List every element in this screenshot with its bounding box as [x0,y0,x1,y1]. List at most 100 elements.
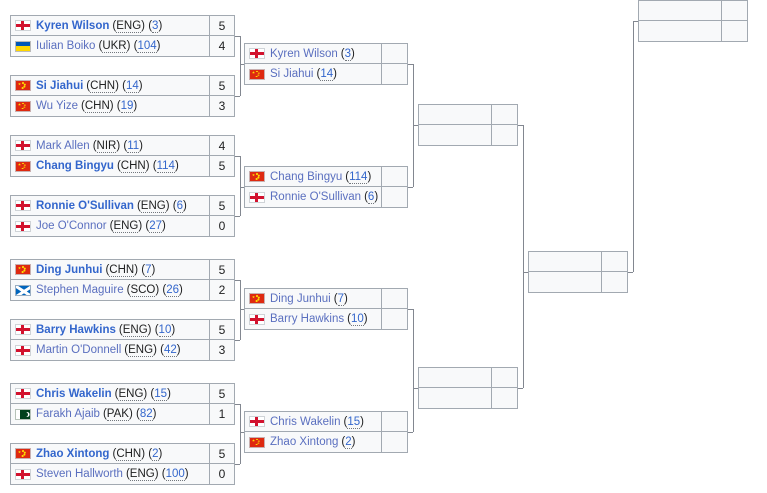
player-cell: Iulian Boiko(UKR) (104) [11,36,209,56]
player-meta: (UKR) (104) [98,40,161,53]
eng-flag-icon [249,48,265,59]
player-cell [529,272,601,292]
match-row [418,104,518,125]
player-meta: (3) [340,47,355,61]
player-cell: Chris Wakelin(15) [245,412,381,431]
player-name[interactable]: Ronnie O'Sullivan [36,199,134,212]
player-seed[interactable]: 3 [344,47,351,61]
player-name[interactable]: Zhao Xintong [36,447,110,460]
player-seed[interactable]: 42 [163,344,177,357]
player-cell: Barry Hawkins(ENG) (10) [11,320,209,339]
player-seed[interactable]: 104 [137,40,157,53]
player-seed[interactable]: 10 [350,313,364,326]
player-seed[interactable]: 10 [158,323,172,337]
player-seed[interactable]: 15 [154,387,168,401]
player-name[interactable]: Si Jiahui [270,68,314,80]
player-seed[interactable]: 2 [152,447,159,461]
player-seed[interactable]: 3 [152,19,159,33]
player-seed[interactable]: 15 [347,415,361,429]
player-cell: Ronnie O'Sullivan(6) [245,187,381,207]
match-r4m1 [528,251,628,293]
country-abbr: CHN [116,447,142,461]
player-seed[interactable]: 14 [125,79,139,93]
player-name[interactable]: Martin O'Donnell [36,344,122,356]
connector-h [235,96,240,97]
player-meta: (114) [345,170,372,184]
player-name[interactable]: Iulian Boiko [36,40,96,52]
country-abbr: ENG [113,220,139,233]
player-name[interactable]: Barry Hawkins [270,313,345,325]
connector-v [239,156,241,216]
player-cell: Chang Bingyu(CHN) (114) [11,156,209,176]
match-row: Stephen Maguire(SCO) (26)2 [10,280,235,301]
player-seed[interactable]: 14 [320,68,334,81]
player-cell: Ding Junhui(CHN) (7) [11,260,209,279]
match-row: Barry Hawkins(10) [244,309,408,330]
player-name[interactable]: Chang Bingyu [36,160,114,172]
player-seed[interactable]: 2 [345,436,352,449]
player-seed[interactable]: 6 [176,199,183,213]
player-seed[interactable]: 114 [156,160,175,173]
player-name[interactable]: Joe O'Connor [36,220,107,232]
player-name[interactable]: Farakh Ajaib [36,408,100,420]
player-name[interactable]: Chang Bingyu [270,170,343,183]
player-seed[interactable]: 26 [166,284,180,297]
player-name[interactable]: Ding Junhui [270,292,331,305]
player-name[interactable]: Chris Wakelin [36,387,112,400]
match-row: Ding Junhui(CHN) (7)5 [10,259,235,280]
player-seed[interactable]: 7 [145,263,152,277]
connector-h [413,388,418,389]
player-meta: (6) [364,191,379,204]
player-name[interactable]: Kyren Wilson [36,19,110,32]
match-row [418,125,518,146]
country-abbr: ENG [122,323,148,337]
connector-h [408,309,413,310]
match-row: Wu Yize(CHN) (19)3 [10,96,235,117]
player-meta: (NIR) (11) [92,139,144,153]
player-name[interactable]: Steven Hallworth [36,468,123,480]
player-seed[interactable]: 19 [120,100,134,113]
score-cell: 5 [209,384,234,403]
player-name[interactable]: Stephen Maguire [36,284,124,296]
chn-flag-icon [15,448,31,459]
player-name[interactable]: Ding Junhui [36,263,103,276]
player-cell [639,1,721,20]
player-name[interactable]: Mark Allen [36,139,90,152]
chn-flag-icon [15,100,31,112]
eng-flag-icon [15,468,31,480]
score-cell [491,368,517,387]
connector-h [235,464,240,465]
country-abbr: UKR [102,40,127,53]
player-name[interactable]: Wu Yize [36,100,78,112]
player-seed[interactable]: 100 [165,468,185,481]
player-seed[interactable]: 7 [337,292,344,306]
player-name[interactable]: Kyren Wilson [270,47,338,60]
player-seed[interactable]: 114 [349,170,368,184]
country-abbr: CHN [90,79,116,93]
country-abbr: ENG [128,344,154,357]
player-seed[interactable]: 27 [149,220,163,233]
score-cell: 5 [209,156,234,176]
country-abbr: ENG [118,387,144,401]
eng-flag-icon [15,344,31,356]
player-seed[interactable]: 11 [127,139,140,153]
player-seed[interactable]: 82 [139,408,153,421]
eng-flag-icon [15,200,31,211]
player-name[interactable]: Ronnie O'Sullivan [270,191,362,203]
score-cell: 2 [209,280,234,300]
eng-flag-icon [15,324,31,335]
chn-flag-icon [249,293,265,304]
match-row: Zhao Xintong(2) [244,432,408,453]
eng-flag-icon [249,313,265,325]
player-cell: Joe O'Connor(ENG) (27) [11,216,209,236]
player-cell: Wu Yize(CHN) (19) [11,96,209,116]
player-name[interactable]: Zhao Xintong [270,436,339,448]
player-name[interactable]: Barry Hawkins [36,323,116,336]
player-name[interactable]: Chris Wakelin [270,415,341,428]
match-r2m3: Ding Junhui(7)Barry Hawkins(10) [244,288,408,330]
country-abbr: ENG [129,468,155,481]
player-seed[interactable]: 6 [367,191,375,204]
player-name[interactable]: Si Jiahui [36,79,84,92]
chn-flag-icon [15,160,31,172]
